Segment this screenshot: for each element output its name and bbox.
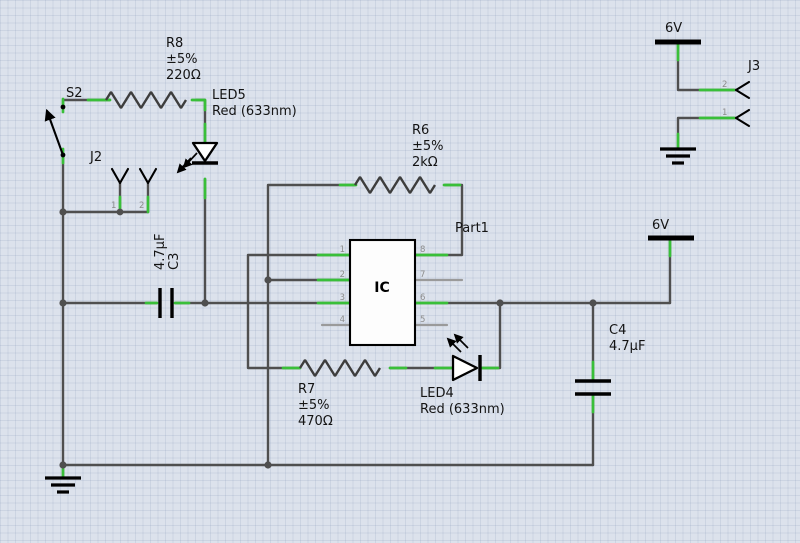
ic-body[interactable] — [348, 238, 417, 347]
resistor-ref: R6 — [412, 123, 429, 138]
connector-label: J2 — [89, 150, 102, 165]
unconnected-pin-stubs — [320, 278, 464, 327]
led-value: Red (633nm) — [420, 402, 505, 417]
power-label: 6V — [652, 218, 669, 233]
junction-dots — [59, 208, 597, 469]
connector-pin-number: 2 — [139, 201, 144, 211]
wire[interactable] — [480, 301, 502, 370]
switch-label: S2 — [66, 86, 83, 101]
connector-pin-number: 1 — [111, 201, 116, 211]
wire[interactable] — [266, 183, 357, 467]
resistor-r6[interactable]: R6 ±5% 2kΩ — [353, 123, 444, 194]
connector-pin-icon[interactable] — [734, 80, 751, 100]
wire[interactable] — [246, 253, 352, 370]
resistor-value: 2kΩ — [412, 155, 438, 170]
ic-pin-number: 5 — [420, 315, 425, 325]
connector-pin-icon[interactable] — [110, 167, 130, 185]
junction-dot — [264, 276, 272, 284]
led-value: Red (633nm) — [212, 104, 297, 119]
led-triangle[interactable] — [451, 354, 479, 382]
led-emission-arrow — [453, 333, 469, 349]
power-label: 6V — [665, 21, 682, 36]
ic-chip[interactable]: IC Part1 1 2 3 4 8 7 6 5 — [340, 221, 489, 347]
resistor-ref: R7 — [298, 382, 315, 397]
wire[interactable] — [676, 116, 738, 150]
capacitor-c3[interactable]: C3 4.7µF — [153, 234, 182, 318]
resistor-value: 220Ω — [166, 68, 201, 83]
capacitor-value: 4.7µF — [153, 234, 168, 270]
capacitor-ref: C4 — [609, 323, 626, 338]
junction-dot — [59, 461, 67, 469]
ic-pin-number: 2 — [340, 270, 345, 280]
junction-dot — [59, 208, 67, 216]
connector-pin-icon[interactable] — [734, 108, 751, 128]
ic-pin-number: 4 — [340, 315, 345, 325]
led-ref: LED5 — [212, 88, 246, 103]
resistor-tolerance: ±5% — [298, 398, 330, 413]
ic-pin-number: 3 — [340, 293, 345, 303]
resistor-r8[interactable]: R8 ±5% 220Ω — [104, 36, 201, 109]
switch-contact — [60, 104, 66, 110]
power-6v-mid[interactable]: 6V — [648, 218, 694, 241]
connector-pin-icon[interactable] — [138, 167, 158, 185]
junction-dot — [264, 461, 272, 469]
connector-j3[interactable]: 2 1 J3 — [722, 59, 760, 128]
junction-dot — [116, 208, 124, 216]
switch-blade[interactable] — [44, 108, 65, 157]
ground-symbol-top-right[interactable] — [660, 147, 696, 165]
junction-dot — [201, 299, 209, 307]
connector-j2[interactable]: 1 2 J2 — [89, 150, 158, 211]
led-emission-arrow — [446, 337, 462, 353]
resistor-tolerance: ±5% — [166, 52, 198, 67]
capacitor-c4[interactable]: C4 4.7µF — [575, 323, 645, 396]
ic-name: IC — [374, 280, 389, 296]
led-emission-arrow — [182, 152, 198, 169]
led-emission-arrow — [176, 157, 192, 174]
resistor-zigzag[interactable] — [298, 359, 382, 377]
connector-label: J3 — [747, 59, 760, 74]
resistor-tolerance: ±5% — [412, 139, 444, 154]
ic-pin-number: 1 — [340, 245, 345, 255]
led-led5[interactable]: LED5 Red (633nm) — [176, 88, 297, 174]
junction-dot — [496, 299, 504, 307]
resistor-ref: R8 — [166, 36, 183, 51]
ic-pin-number: 7 — [420, 270, 425, 280]
resistor-r7[interactable]: R7 ±5% 470Ω — [298, 359, 382, 429]
junction-dot — [589, 299, 597, 307]
ic-pin-number: 6 — [420, 293, 425, 303]
connector-pin-number: 2 — [722, 80, 727, 90]
resistor-zigzag[interactable] — [353, 176, 437, 194]
connector-pin-number: 1 — [722, 108, 727, 118]
capacitor-value: 4.7µF — [609, 339, 645, 354]
power-6v-top[interactable]: 6V — [655, 21, 701, 45]
capacitor-ref: C3 — [167, 253, 182, 270]
led-led4[interactable]: LED4 Red (633nm) — [420, 333, 505, 417]
switch-s2[interactable]: S2 — [44, 86, 83, 158]
ic-pin-number: 8 — [420, 245, 425, 255]
terminal-segment[interactable] — [190, 98, 207, 112]
junction-dot — [59, 299, 67, 307]
led-triangle[interactable] — [191, 141, 219, 163]
led-ref: LED4 — [420, 386, 454, 401]
resistor-value: 470Ω — [298, 414, 333, 429]
ic-designator: Part1 — [455, 221, 489, 236]
resistor-zigzag[interactable] — [104, 91, 188, 109]
ground-symbol-bottom-left[interactable] — [45, 476, 81, 494]
